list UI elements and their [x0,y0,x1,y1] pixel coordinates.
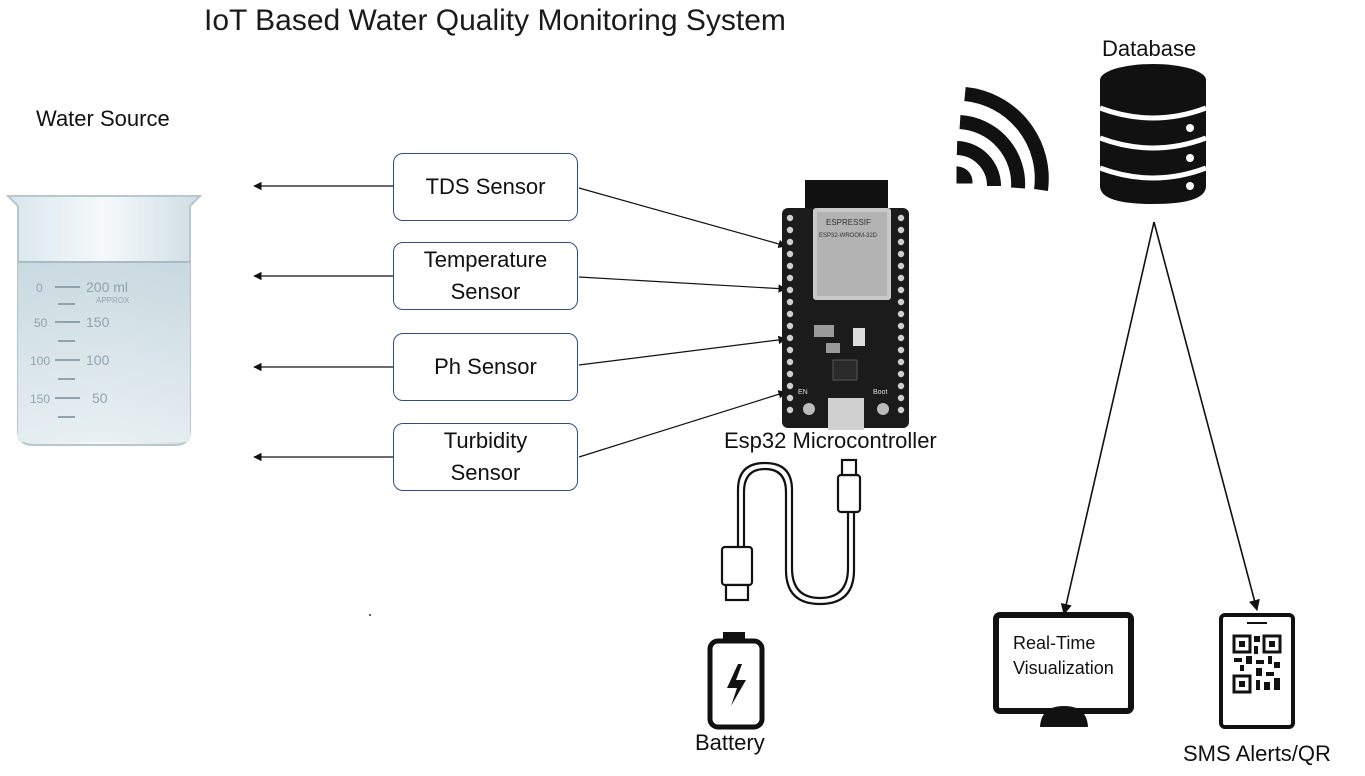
battery-icon [707,632,765,730]
phone-qr-icon [1219,613,1295,729]
beaker-icon: 200 ml APPROX 150 100 50 0 50 100 150 [5,195,203,446]
database-label: Database [1102,36,1197,61]
beaker-left-100: 100 [30,354,50,368]
alerts-label: SMS Alerts/QR [1183,741,1331,766]
wifi-icon [956,87,1049,191]
beaker-left-0: 0 [36,281,43,295]
beaker-left-50: 50 [34,316,48,330]
turbidity-sensor-box: Turbidity Sensor [393,423,578,491]
water-source-label: Water Source [36,106,170,131]
database-to-visualization-arrow [1060,221,1155,616]
ph-to-esp32-arrow [578,335,787,366]
beaker-mark-50: 50 [92,390,108,406]
en-button-label: EN [798,389,808,396]
beaker-mark-100: 100 [86,352,110,368]
database-to-alerts-arrow [1153,221,1260,612]
visualization-label: Real-Time Visualization [1013,633,1114,678]
turbidity-to-esp32-arrow [578,390,787,458]
temperature-sensor-box: Temperature Sensor [393,242,578,310]
tds-sensor-box: TDS Sensor [393,153,578,221]
usb-cable-icon [720,458,862,606]
tds-to-esp32-arrow [578,187,787,249]
battery-label: Battery [695,730,765,755]
controller-label: Esp32 Microcontroller [724,428,937,453]
monitor-icon [993,612,1134,727]
beaker-mark-approx: APPROX [96,296,130,305]
beaker-mark-150: 150 [86,314,110,330]
boot-button-label: Boot [873,389,887,396]
chip-model: ESP32-WROOM-32D [819,233,878,239]
ph-sensor-box: Ph Sensor [393,333,578,401]
diagram-title: IoT Based Water Quality Monitoring Syste… [204,4,786,37]
database-icon [1099,64,1207,204]
chip-brand: ESPRESSIF [826,218,871,227]
temperature-to-esp32-arrow [578,276,787,293]
beaker-mark-200: 200 ml [86,279,128,295]
beaker-left-150: 150 [30,392,50,406]
esp32-board-icon: ESPRESSIF ESP32-WROOM-32D EN [782,180,909,430]
